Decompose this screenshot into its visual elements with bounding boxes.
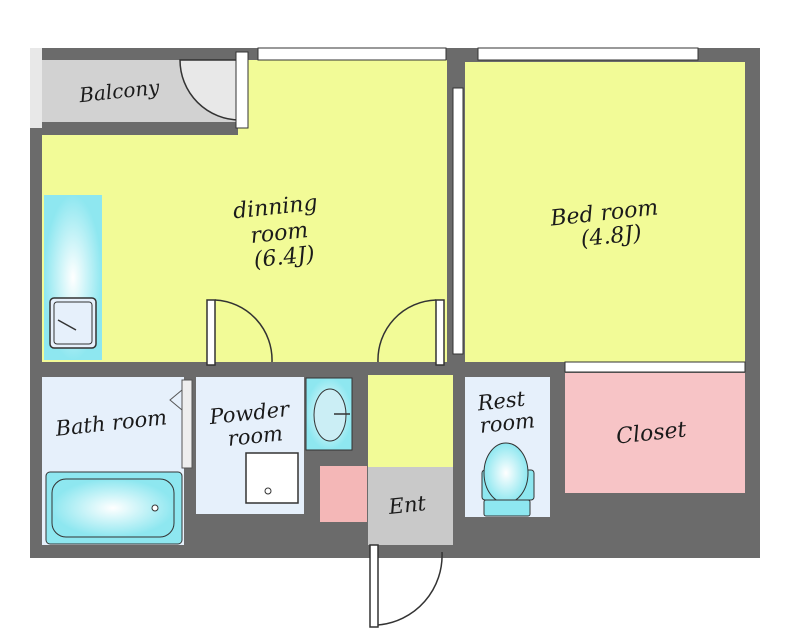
label-dining-line2: room xyxy=(249,218,309,249)
entrance-floor xyxy=(368,467,453,545)
bedroom-floor xyxy=(465,62,745,362)
sink-basin xyxy=(53,301,93,345)
windows xyxy=(235,47,746,373)
toilet-bowl xyxy=(483,442,529,504)
label-rest-line1: Rest xyxy=(475,387,526,416)
label-rest-line2: room xyxy=(479,408,536,438)
kitchen-sink xyxy=(49,297,97,349)
drain-icon xyxy=(264,487,272,495)
toilet-base xyxy=(483,499,531,517)
washbasin-bowl xyxy=(313,388,347,442)
washing-machine-pan xyxy=(245,452,299,504)
shoe-box xyxy=(320,466,367,522)
balcony-door-swing xyxy=(179,59,241,121)
balcony-railing xyxy=(30,48,42,128)
label-powder-line2: room xyxy=(227,421,284,451)
bath-folding-door xyxy=(181,379,193,469)
corridor-floor xyxy=(368,375,453,467)
closet-floor xyxy=(565,373,745,493)
folding-door-panels xyxy=(169,389,183,411)
bathtub-drain-icon xyxy=(151,504,159,512)
dining-room-floor xyxy=(42,60,447,362)
bathtub-basin xyxy=(51,478,175,538)
interior-doors xyxy=(206,299,445,628)
label-entrance: Ent xyxy=(386,491,427,519)
faucet-icon xyxy=(57,319,77,331)
